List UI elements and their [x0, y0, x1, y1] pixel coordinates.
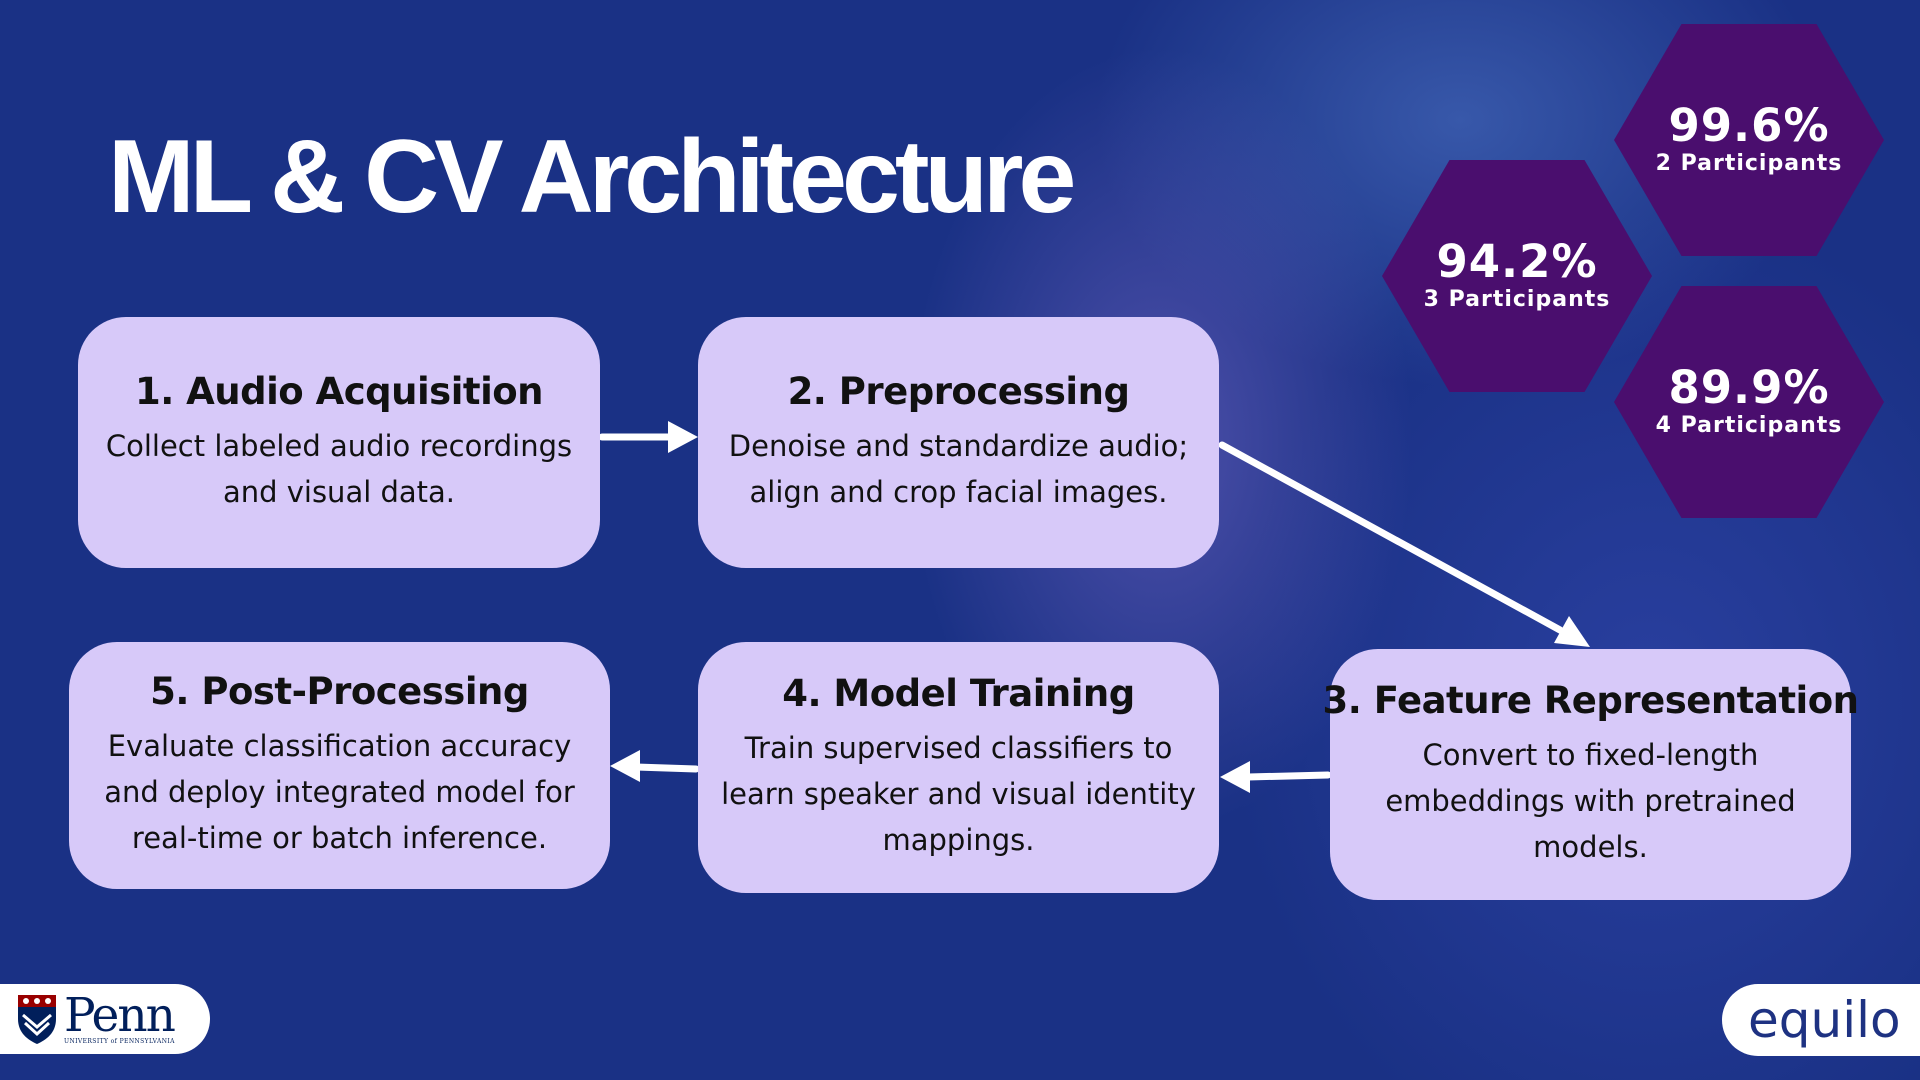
arrow-4-to-5 [632, 763, 700, 773]
step-description: Train supervised classifiers to learn sp… [721, 731, 1196, 857]
step-card-feature-representation: 3. Feature Representation Convert to fix… [1323, 649, 1859, 900]
equilo-wordmark: equilo [1748, 991, 1901, 1049]
step-card-model-training: 4. Model Training Train supervised class… [698, 642, 1219, 893]
stat-hexagon-2-participants: 99.6% 2 Participants [1614, 24, 1884, 256]
step-title: 4. Model Training [782, 672, 1135, 715]
step-title: 3. Feature Representation [1322, 679, 1859, 722]
penn-logo: Penn UNIVERSITY of PENNSYLVANIA [0, 984, 210, 1054]
arrowhead-2-to-3 [1554, 616, 1590, 647]
arrowhead-1-to-2 [668, 421, 698, 453]
step-description: Denoise and standardize audio; align and… [728, 429, 1189, 509]
stat-value: 99.6% [1668, 99, 1830, 152]
step-title: 5. Post-Processing [150, 670, 529, 713]
page-title: ML & CV Architecture [108, 119, 1076, 235]
stat-value: 94.2% [1436, 235, 1598, 288]
step-description: Collect labeled audio recordings and vis… [105, 429, 573, 509]
step-card-preprocessing: 2. Preprocessing Denoise and standardize… [698, 317, 1219, 568]
equilo-logo: equilo [1722, 984, 1920, 1056]
step-card-audio-acquisition: 1. Audio Acquisition Collect labeled aud… [78, 317, 600, 568]
step-card-post-processing: 5. Post-Processing Evaluate classificati… [69, 642, 610, 889]
step-title: 2. Preprocessing [787, 370, 1130, 413]
stat-label: 3 Participants [1423, 287, 1611, 312]
stat-value: 89.9% [1668, 361, 1830, 414]
step-title: 1. Audio Acquisition [134, 370, 544, 413]
step-description: Evaluate classification accuracy and dep… [104, 729, 575, 855]
penn-shield-icon [18, 995, 56, 1044]
step-description: Convert to fixed-length embeddings with … [1385, 738, 1796, 864]
penn-subtitle: UNIVERSITY of PENNSYLVANIA [64, 1037, 175, 1045]
penn-wordmark: Penn [64, 987, 176, 1043]
stat-label: 4 Participants [1655, 413, 1843, 438]
arrow-2-to-3 [1218, 441, 1564, 634]
arrowhead-4-to-5 [610, 750, 640, 782]
arrowhead-3-to-4 [1220, 761, 1250, 793]
stat-label: 2 Participants [1655, 151, 1843, 176]
arrow-3-to-4 [1244, 771, 1332, 781]
